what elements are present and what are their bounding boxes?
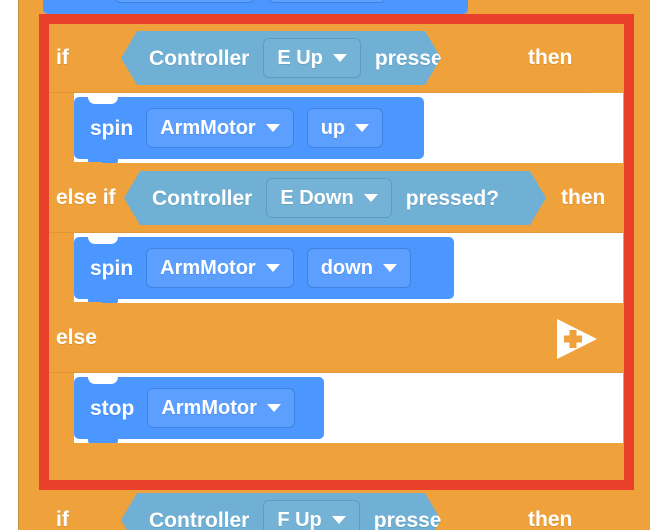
next-if-condition-boolean[interactable]: Controller F Up pressed? bbox=[121, 493, 441, 530]
motor-device-dropdown[interactable]: ArmMotor bbox=[146, 248, 294, 288]
controller-label: Controller bbox=[152, 186, 253, 210]
spin-keyword: spin bbox=[90, 116, 134, 140]
stop-keyword: stop bbox=[90, 396, 135, 420]
block-top-notch bbox=[88, 376, 118, 384]
if-elseif-else-block[interactable]: if Controller E Up pressed? then spin bbox=[48, 22, 623, 493]
elseif-branch-left-rail bbox=[48, 233, 74, 303]
elseif-then-keyword: then bbox=[561, 186, 606, 209]
next-if-keyword: if bbox=[56, 508, 69, 530]
spin-keyword: spin bbox=[90, 256, 134, 280]
if-branch-left-rail bbox=[48, 93, 74, 163]
motor-direction-dropdown[interactable]: up bbox=[306, 108, 384, 148]
motor-direction-dropdown[interactable]: down bbox=[306, 248, 411, 288]
controller-label: Controller bbox=[149, 508, 250, 530]
controller-label: Controller bbox=[149, 46, 250, 70]
controller-button-dropdown[interactable]: E Down bbox=[266, 178, 391, 218]
if-condition-boolean[interactable]: Controller E Up pressed? bbox=[121, 31, 441, 85]
controller-button-dropdown[interactable]: F Up bbox=[263, 500, 359, 530]
block-top-notch bbox=[88, 236, 118, 244]
motor-device-dropdown[interactable]: ArmMotor bbox=[147, 388, 295, 428]
spin-armmotor-down-block[interactable]: spin ArmMotor down bbox=[74, 236, 454, 307]
partial-field-1[interactable] bbox=[115, 0, 256, 3]
elseif-keyword: else if bbox=[56, 186, 116, 209]
next-if-block-partial[interactable]: if Controller F Up pressed? then bbox=[48, 488, 623, 530]
if-keyword: if bbox=[56, 46, 69, 69]
chevron-down-icon bbox=[265, 124, 280, 132]
chevron-down-icon bbox=[266, 404, 281, 412]
next-if-then-keyword: then bbox=[528, 508, 573, 530]
partial-spin-block-top[interactable]: spin bbox=[43, 0, 468, 22]
pressed-label: pressed? bbox=[405, 186, 500, 210]
else-branch-header[interactable]: else bbox=[48, 302, 623, 373]
chevron-down-icon bbox=[364, 194, 378, 202]
else-keyword: else bbox=[56, 326, 97, 349]
chevron-down-icon bbox=[265, 264, 280, 272]
if-else-block-foot[interactable] bbox=[48, 443, 623, 493]
controller-button-dropdown[interactable]: E Up bbox=[263, 38, 361, 78]
partial-field-2[interactable] bbox=[268, 0, 387, 3]
spin-armmotor-up-block[interactable]: spin ArmMotor up bbox=[74, 96, 424, 167]
chevron-down-icon bbox=[332, 516, 346, 524]
if-then-keyword: then bbox=[528, 46, 573, 69]
chevron-down-icon bbox=[333, 54, 347, 62]
block-top-notch bbox=[88, 96, 118, 104]
stop-armmotor-block[interactable]: stop ArmMotor bbox=[74, 376, 324, 447]
else-branch-left-rail bbox=[48, 373, 74, 443]
chevron-down-icon bbox=[355, 124, 370, 132]
motor-device-dropdown[interactable]: ArmMotor bbox=[146, 108, 294, 148]
block-bottom-nub bbox=[57, 14, 87, 22]
elseif-condition-boolean[interactable]: Controller E Down pressed? bbox=[124, 171, 546, 225]
chevron-down-icon bbox=[382, 264, 397, 272]
add-branch-arrow-icon[interactable] bbox=[553, 317, 599, 361]
